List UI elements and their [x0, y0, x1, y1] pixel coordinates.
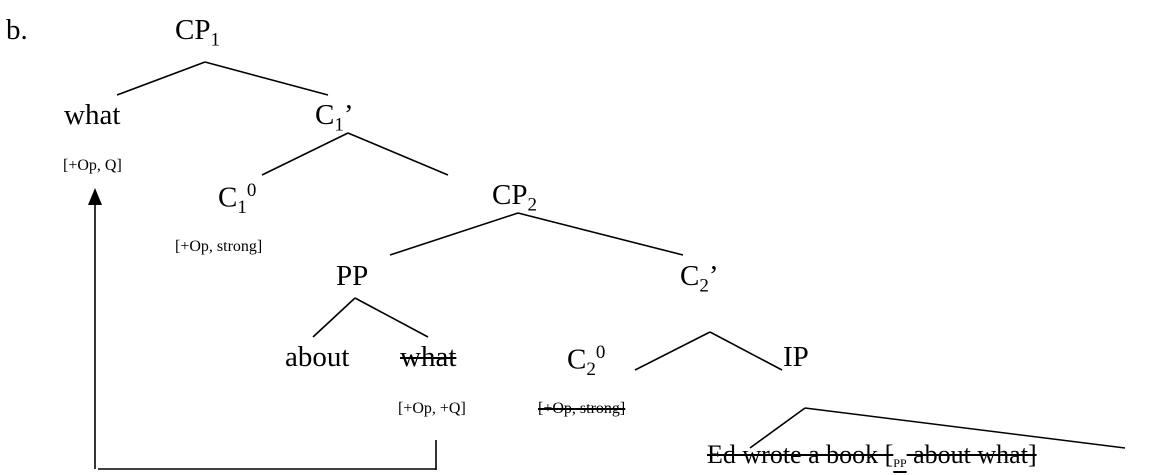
branch-cp2-pp — [389, 212, 519, 256]
features-what-trace: [+Op, +Q] — [398, 400, 466, 417]
branch-cp2-c2bar — [517, 212, 684, 256]
node-c2-zero: C20 — [567, 343, 605, 379]
ip-content-after: about what] — [906, 440, 1037, 469]
node-c2-zero-base: C — [567, 343, 587, 376]
branch-pp-about — [312, 297, 356, 338]
node-c2-bar-prime: ’ — [708, 260, 719, 292]
branch-cp1-c1bar — [204, 61, 329, 96]
node-c1-bar-prime: ’ — [343, 99, 354, 131]
node-cp1: CP1 — [175, 16, 220, 50]
node-cp1-base: CP — [175, 14, 211, 46]
node-cp2-sub: 2 — [527, 194, 537, 216]
node-c2-bar-base: C — [680, 260, 700, 292]
word-what-trace: what — [400, 341, 457, 373]
branch-c2bar-ip — [709, 331, 783, 371]
word-what-top: what — [64, 99, 121, 131]
ip-content-label: PP — [893, 456, 907, 471]
branch-pp-what — [354, 297, 429, 338]
node-c2-bar: C2’ — [680, 262, 719, 296]
node-c1-bar-sub: 1 — [334, 114, 344, 136]
node-c1-zero-sub: 1 — [237, 197, 247, 219]
features-what-top: [+Op, Q] — [63, 157, 122, 174]
node-ip: IP — [783, 341, 809, 373]
features-c1-zero: [+Op, strong] — [175, 238, 263, 255]
ip-triangle-right — [804, 407, 1126, 449]
ip-triangle-left — [749, 407, 806, 449]
branch-c1bar-cp2 — [347, 132, 449, 176]
node-c2-bar-sub: 2 — [699, 275, 709, 297]
node-cp1-sub: 1 — [210, 29, 220, 51]
node-pp: PP — [336, 260, 369, 292]
node-c1-zero-sup: 0 — [246, 180, 257, 201]
node-c1-bar: C1’ — [315, 101, 354, 135]
node-c1-bar-base: C — [315, 99, 335, 131]
node-c2-zero-sup: 0 — [595, 342, 606, 363]
node-cp2: CP2 — [492, 181, 537, 215]
word-about: about — [285, 341, 350, 373]
branch-c1bar-c1-0 — [261, 132, 349, 176]
node-c2-zero-sub: 2 — [586, 359, 596, 381]
ip-content-before: Ed wrote a book [ — [707, 440, 894, 469]
node-c1-zero-base: C — [218, 181, 238, 214]
branch-c2bar-c2-0 — [634, 331, 711, 371]
features-c2-zero: [+Op, strong] — [538, 400, 626, 417]
branch-cp1-what — [116, 61, 206, 96]
node-c1-zero: C10 — [218, 181, 256, 217]
ip-content: Ed wrote a book [PP about what] — [707, 440, 1037, 471]
example-label: b. — [6, 14, 28, 46]
movement-arrowhead — [88, 188, 102, 205]
node-cp2-base: CP — [492, 179, 528, 211]
